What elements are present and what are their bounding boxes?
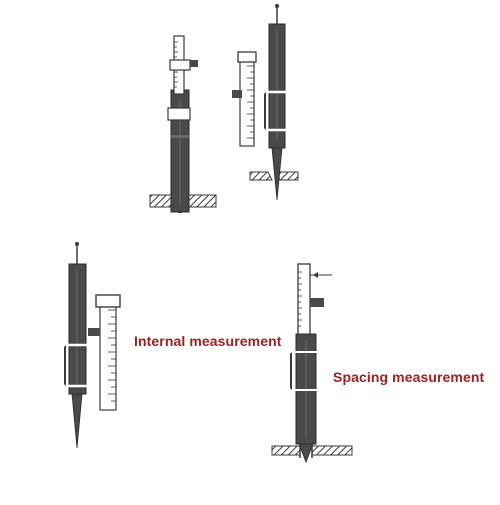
gauge-bottom-left	[64, 242, 121, 449]
depth-scale	[99, 299, 117, 411]
probe-tip	[271, 147, 283, 201]
probe-tip	[298, 443, 314, 464]
thumb-screw	[190, 60, 198, 67]
arrow-icon	[313, 272, 318, 278]
gauge-top-right	[232, 4, 299, 201]
workpiece-hatch-left	[249, 171, 273, 181]
clamp	[169, 59, 191, 71]
caption-internal-measurement: Internal measurement	[134, 333, 282, 349]
thumb-screw	[310, 298, 324, 307]
scale-cap	[237, 51, 257, 63]
workpiece-hatch-left	[271, 445, 301, 456]
gauge-scale	[297, 263, 311, 337]
scale-cap	[95, 294, 121, 308]
caption-spacing-measurement: Spacing measurement	[333, 369, 485, 385]
thumb-screw	[88, 328, 100, 336]
thumb-screw	[232, 90, 242, 98]
gauge-top-left	[149, 35, 217, 213]
slider	[167, 107, 191, 121]
probe-tip	[71, 393, 83, 449]
gauge-bottom-right	[271, 263, 353, 464]
workpiece-hatch-right	[311, 445, 353, 456]
